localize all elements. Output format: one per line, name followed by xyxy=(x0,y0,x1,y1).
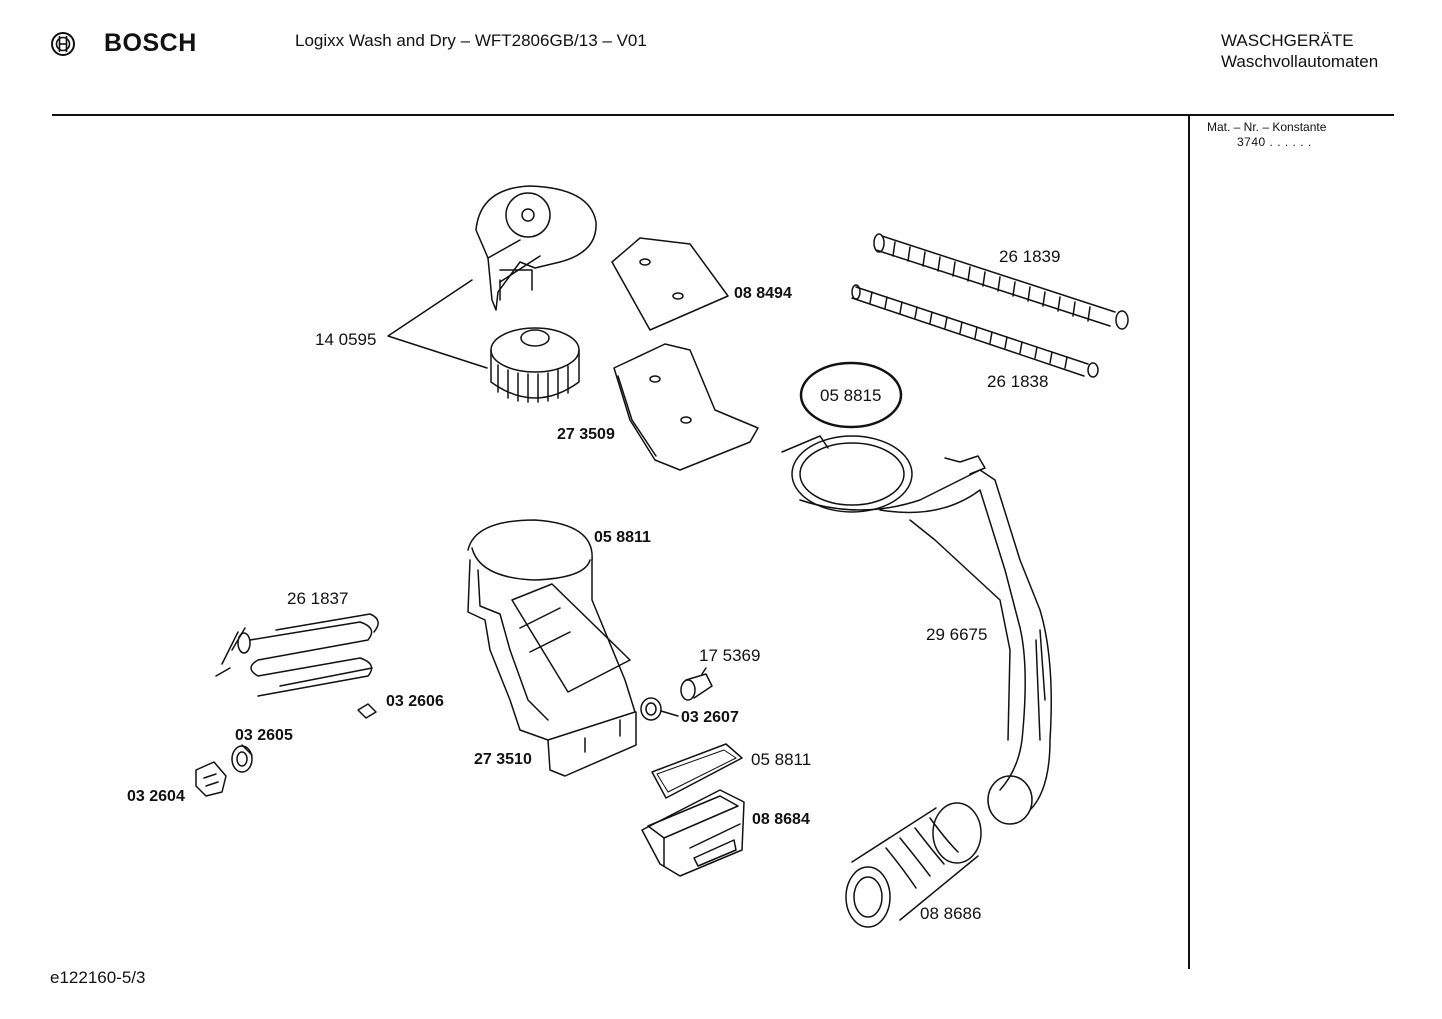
bellows-hose-drawing xyxy=(845,802,982,928)
exploded-parts-diagram: 14 0595 08 8494 26 1839 26 1838 05 8815 … xyxy=(127,185,1129,928)
hose-short-drawing xyxy=(851,284,1099,378)
clip-032606-drawing xyxy=(357,703,377,719)
part-label-261837: 26 1837 xyxy=(287,589,348,608)
thermostat-032604-drawing xyxy=(195,761,227,797)
category-line-2: Waschvollautomaten xyxy=(1221,52,1379,71)
part-label-032605: 03 2605 xyxy=(235,727,293,744)
category-heading: WASCHGERÄTE Waschvollautomaten xyxy=(1221,30,1378,72)
header-rule xyxy=(52,114,1394,116)
part-label-032607: 03 2607 xyxy=(681,709,739,726)
fan-impeller-drawing xyxy=(490,327,580,403)
part-label-088686: 08 8686 xyxy=(920,904,981,923)
part-label-088494: 08 8494 xyxy=(734,285,792,302)
bushing-032605-drawing xyxy=(231,744,253,773)
part-label-032606: 03 2606 xyxy=(386,693,444,710)
sensor-175369-drawing xyxy=(680,667,713,701)
brand-name: BOSCH xyxy=(104,29,197,57)
mat-number-label: Mat. – Nr. – Konstante xyxy=(1207,120,1327,134)
part-label-273510: 27 3510 xyxy=(474,751,532,768)
cover-plate-drawing xyxy=(611,237,729,331)
heater-element-drawing xyxy=(215,613,379,697)
part-label-261839: 26 1839 xyxy=(999,247,1060,266)
part-label-088684: 08 8684 xyxy=(752,811,810,828)
part-label-032604: 03 2604 xyxy=(127,788,185,805)
model-title: Logixx Wash and Dry – WFT2806GB/13 – V01 xyxy=(295,31,647,50)
part-label-261838: 26 1838 xyxy=(987,372,1048,391)
nut-032607-drawing xyxy=(640,697,679,721)
gasket-drawing xyxy=(651,743,743,799)
sidebar-rule xyxy=(1188,116,1190,969)
part-label-175369: 17 5369 xyxy=(699,646,760,665)
bosch-logo-icon xyxy=(51,32,75,56)
seal-ring-drawing xyxy=(799,361,903,429)
filter-housing-drawing xyxy=(641,789,745,877)
mat-number-value: 3740 . . . . . . xyxy=(1237,135,1312,149)
part-label-058811-bottom: 05 8811 xyxy=(751,750,811,769)
category-line-1: WASCHGERÄTE xyxy=(1221,31,1354,50)
air-duct-drawing xyxy=(613,343,759,471)
part-label-273509: 27 3509 xyxy=(557,426,615,443)
fan-housing-drawing xyxy=(475,185,597,311)
hose-long-drawing xyxy=(873,233,1129,330)
part-label-296675: 29 6675 xyxy=(926,625,987,644)
part-label-140595: 14 0595 xyxy=(315,330,376,349)
air-channel-drawing xyxy=(467,519,637,777)
part-label-058811-top: 05 8811 xyxy=(594,529,651,546)
part-label-058815: 05 8815 xyxy=(820,386,881,405)
condenser-duct-drawing xyxy=(781,435,1052,825)
document-reference: e122160-5/3 xyxy=(50,968,146,987)
